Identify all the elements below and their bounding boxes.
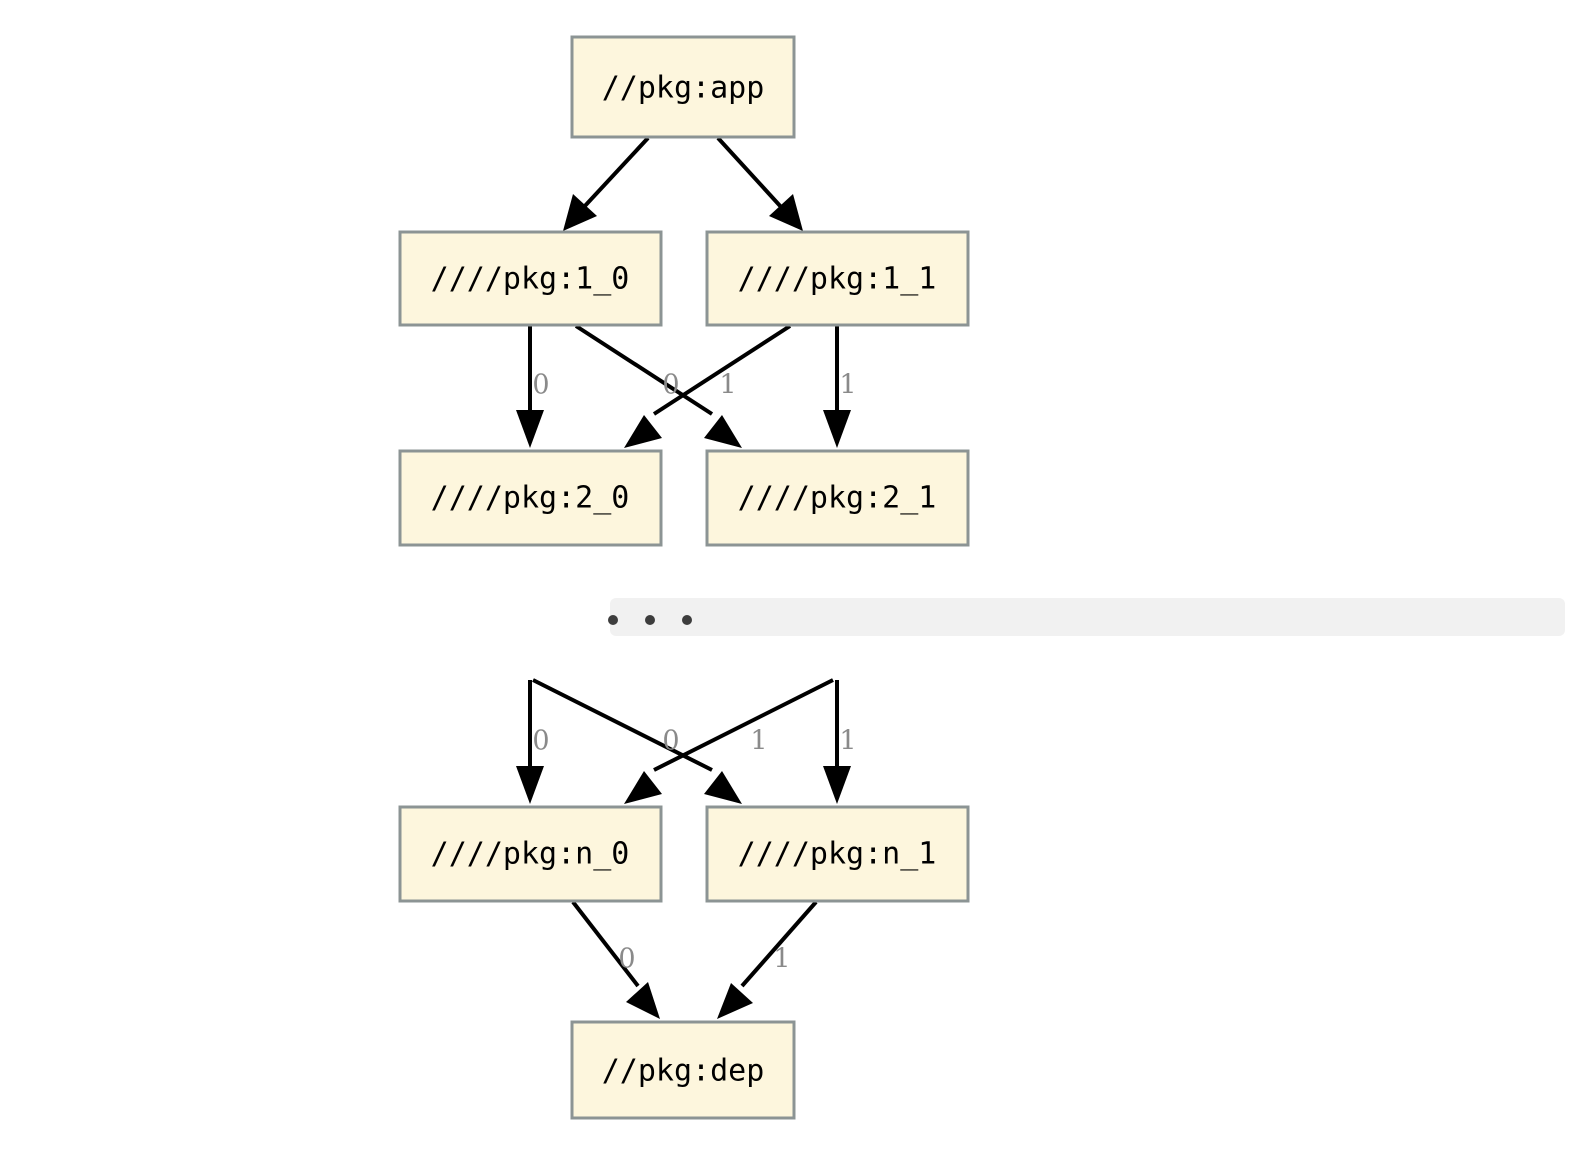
edge-label-upper-1a: 1: [719, 370, 736, 401]
edge-label-lower-0a: 0: [532, 726, 549, 757]
node-dep[interactable]: //pkg:dep: [570, 1020, 796, 1120]
edge-hidden-left-to-n_0: [516, 680, 544, 804]
node-app-label: //pkg:app: [602, 71, 765, 106]
node-2_0[interactable]: ////pkg:2_0: [398, 449, 663, 547]
edge-1_1-to-2_0: [624, 324, 792, 448]
node-n_1-label: ////pkg:n_1: [738, 837, 937, 872]
ellipsis-dot-3: [682, 615, 692, 625]
node-n_0[interactable]: ////pkg:n_0: [398, 805, 663, 903]
node-dep-label: //pkg:dep: [602, 1054, 765, 1089]
node-1_1[interactable]: ////pkg:1_1: [705, 230, 970, 327]
edge-1_1-to-2_1: [823, 326, 851, 448]
edge-label-upper-1b: 1: [839, 370, 856, 401]
edge-label-lower-1a: 1: [750, 726, 767, 757]
edge-hidden-right-to-n_1: [823, 680, 851, 804]
edge-n_0-to-dep: [571, 900, 660, 1019]
edge-1_0-to-2_1: [574, 324, 742, 448]
edge-label-lower-1b: 1: [839, 726, 856, 757]
edge-label-upper-0a: 0: [532, 370, 549, 401]
node-1_0[interactable]: ////pkg:1_0: [398, 230, 663, 327]
node-1_1-label: ////pkg:1_1: [738, 262, 937, 297]
edge-label-bottom-0: 0: [618, 944, 635, 975]
node-2_0-label: ////pkg:2_0: [431, 481, 630, 516]
edge-hidden-right-to-n_0: [624, 678, 834, 804]
edge-label-bottom-1: 1: [773, 944, 790, 975]
ellipsis-band: [610, 598, 1565, 636]
ellipsis-dot-1: [608, 615, 618, 625]
node-1_0-label: ////pkg:1_0: [431, 262, 630, 297]
edge-1_0-to-2_0: [516, 326, 544, 448]
node-n_1[interactable]: ////pkg:n_1: [705, 805, 970, 903]
ellipsis-separator: [608, 598, 1565, 636]
edge-label-upper-0b: 0: [662, 370, 679, 401]
node-app[interactable]: //pkg:app: [570, 35, 796, 139]
edge-label-lower-0b: 0: [662, 726, 679, 757]
edge-n_1-to-dep: [717, 900, 818, 1019]
node-2_1[interactable]: ////pkg:2_1: [705, 449, 970, 547]
edge-app-to-1_0: [563, 136, 650, 231]
node-n_0-label: ////pkg:n_0: [431, 837, 630, 872]
edge-app-to-1_1: [716, 136, 803, 231]
node-2_1-label: ////pkg:2_1: [738, 481, 937, 516]
ellipsis-dot-2: [645, 615, 655, 625]
